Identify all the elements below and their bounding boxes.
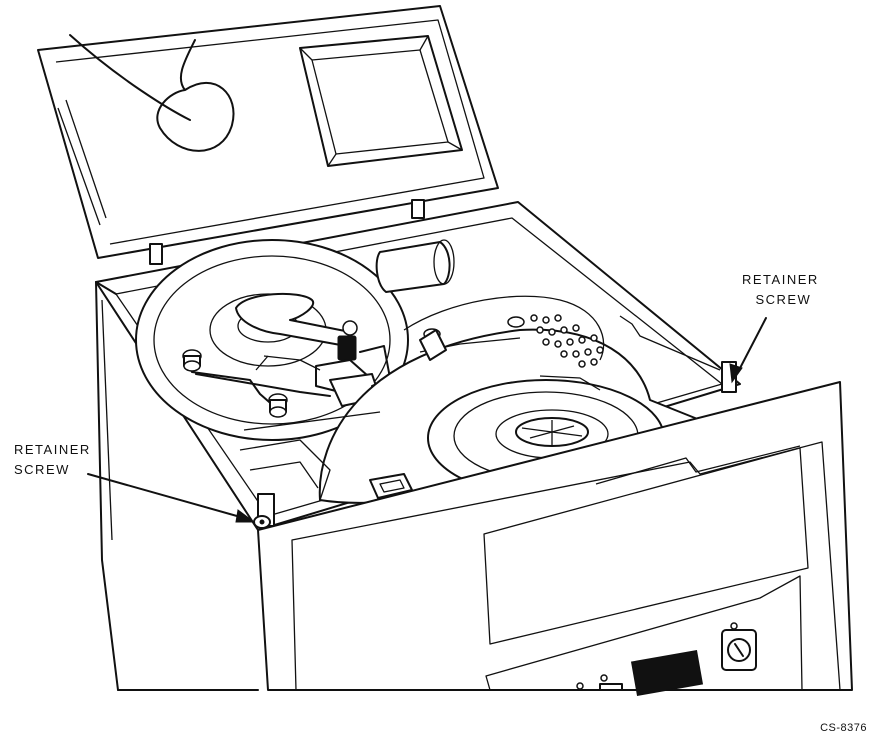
retainer-screw-label-right: RETAINER SCREW bbox=[742, 270, 819, 310]
figure-id: CS-8376 bbox=[820, 722, 867, 734]
retainer-screw-label-left: RETAINER SCREW bbox=[14, 440, 91, 480]
label-line-1: RETAINER bbox=[14, 440, 91, 460]
label-line-1: RETAINER bbox=[742, 270, 819, 290]
label-line-2: SCREW bbox=[14, 460, 91, 480]
label-line-2: SCREW bbox=[742, 290, 819, 310]
retainer-screw-post-left bbox=[254, 494, 274, 528]
leader-arrow-right bbox=[730, 318, 766, 382]
